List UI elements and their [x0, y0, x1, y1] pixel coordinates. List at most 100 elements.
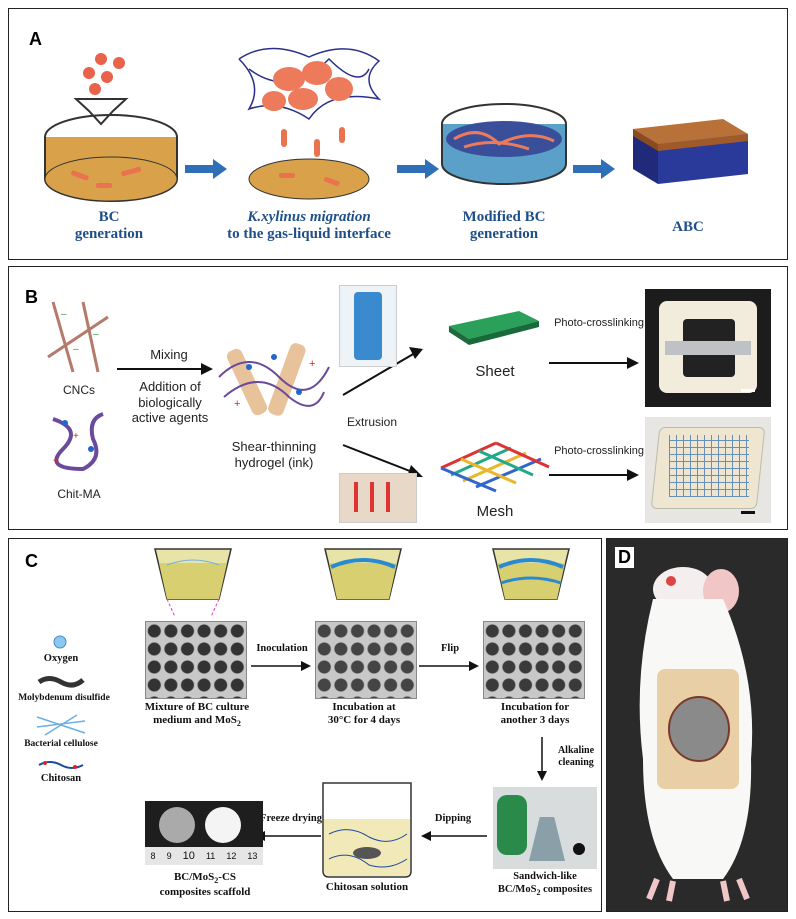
mesh-illustration [440, 441, 550, 493]
svg-text:–: – [93, 329, 99, 340]
panel-a-label: A [29, 29, 42, 49]
chitosan-icon [38, 761, 84, 769]
printer-nozzle-photo [339, 285, 397, 367]
bc-generation-dish [44, 53, 178, 202]
beaker-2 [324, 548, 402, 600]
ruler: 8 9 10 11 12 13 [145, 847, 263, 865]
mouse-photo [639, 567, 753, 902]
step-bc-line1: BC [98, 209, 120, 225]
panel-c: C Oxygen Molybdenum disulfide Bacterial … [8, 538, 602, 912]
scaffold-photo: 8 9 10 11 12 13 [145, 801, 263, 865]
svg-text:–: – [61, 309, 67, 320]
step-kx-line2: to the gas-liquid interface [227, 226, 391, 243]
sandwich-composite-photo [493, 787, 597, 869]
sandwich-line2b: composites [540, 883, 593, 895]
extrusion-label: Extrusion [346, 415, 398, 429]
hydrogel-illustration: ++ [218, 343, 330, 416]
arrow-right-icon [573, 159, 615, 179]
legend-mos2: Molybdenum disulfide [18, 693, 110, 703]
plate1-caption: Mixture of BC culture medium and MoS2 [127, 701, 267, 729]
plate2-caption: Incubation at 30°C for 4 days [309, 701, 419, 727]
printed-strands-photo [339, 473, 417, 523]
step-bc-generation: BC generation [29, 209, 189, 244]
legend-oxygen: Oxygen [43, 653, 79, 664]
arrow-right-icon [185, 159, 227, 179]
scaffold-line1b: -CS [218, 871, 237, 883]
mixing-label: Mixing [150, 347, 188, 362]
cncs-label: CNCs [63, 383, 95, 397]
step-mbc-line1: Modified BC [462, 209, 546, 225]
plate3-caption: Incubation for another 3 days [475, 701, 595, 727]
hydrogel-line2: hydrogel (ink) [234, 454, 314, 470]
panel-b: B –– – CNCs ++ Chit-MA Mixing Addition o… [8, 266, 788, 530]
sheet-label: Sheet [475, 363, 515, 380]
plate1-line2: medium and MoS [153, 714, 237, 727]
ruler-8: 8 [150, 851, 156, 861]
mos2-icon [37, 676, 85, 688]
legend-bc: Bacterial cellulose [24, 739, 98, 749]
plate3-line1: Incubation for [500, 701, 570, 713]
well-plate-1 [145, 621, 247, 699]
step-abc-label: ABC [672, 219, 704, 235]
chitma-illustration: ++ [52, 412, 104, 472]
panel-b-label: B [25, 287, 38, 307]
photo-crosslinking-1: Photo-crosslinking [554, 317, 644, 329]
sandwich-line2a: BC/MoS [497, 883, 537, 895]
plate1-line1: Mixture of BC culture [144, 701, 250, 713]
ruler-13: 13 [247, 851, 258, 861]
arrow-down-icon [537, 737, 547, 781]
panel-d: D [606, 538, 788, 912]
alkaline-label: Alkaline cleaning [549, 745, 603, 769]
arrow-left-icon [255, 831, 321, 841]
scaffold-line2: composites scaffold [159, 885, 251, 898]
plate2-line1: Incubation at [332, 701, 396, 713]
alkaline-line1: Alkaline [557, 745, 595, 756]
well-plate-3 [483, 621, 585, 699]
step-mbc-line2: generation [469, 226, 539, 243]
panel-c-label: C [25, 551, 38, 571]
step-kxylinus: K.xylinus migration to the gas-liquid in… [189, 209, 429, 244]
sandwich-line1: Sandwich-like [513, 871, 577, 882]
photo-crosslinking-2: Photo-crosslinking [554, 445, 644, 457]
scaffold-caption: BC/MoS2-CS composites scaffold [133, 871, 277, 899]
sandwich-caption: Sandwich-like BC/MoS2 composites [485, 871, 605, 897]
svg-text:+: + [53, 456, 59, 467]
arrow-right-icon [419, 661, 479, 671]
sheet-illustration [449, 311, 539, 345]
step-kx-line1: K.xylinus migration [247, 209, 371, 225]
chitma-label: Chit-MA [57, 487, 101, 501]
arrow-right-icon [549, 469, 639, 481]
flip-label: Flip [440, 643, 460, 654]
arrow-right-icon [251, 661, 311, 671]
alkaline-line2: cleaning [558, 757, 594, 768]
panel-d-label: D [615, 547, 634, 568]
arrow-right-icon [397, 159, 439, 179]
kxylinus-migration-dish [238, 47, 382, 200]
scaffold-line1a: BC/MoS [173, 871, 215, 883]
svg-text:+: + [309, 358, 315, 370]
hydrogel-label: Shear-thinning hydrogel (ink) [209, 439, 339, 470]
svg-text:+: + [234, 398, 240, 410]
mesh-label: Mesh [476, 503, 514, 520]
ruler-10: 10 [182, 850, 195, 862]
freeze-drying-label: Freeze drying [260, 813, 322, 824]
sandwich-sub: 2 [536, 887, 541, 897]
step-abc: ABC [623, 219, 753, 236]
arrow-left-icon [421, 831, 487, 841]
inoculation-label: Inoculation [256, 643, 308, 654]
modified-bc-dish [441, 103, 567, 185]
bacterial-cellulose-icon [36, 714, 86, 736]
scaffold-sub: 2 [214, 876, 219, 886]
svg-text:+: + [73, 431, 79, 442]
ruler-12: 12 [226, 851, 237, 861]
plate2-line2: 30°C for 4 days [327, 714, 401, 727]
step-bc-line2: generation [74, 226, 144, 243]
svg-text:–: – [73, 344, 79, 355]
addition-label: Addition of biologically active agents [131, 379, 209, 426]
well-plate-2 [315, 621, 417, 699]
legend-chitosan: Chitosan [40, 773, 82, 784]
cncs-illustration: – – – [47, 301, 109, 373]
arrow-up-right-icon [342, 347, 423, 396]
chitosan-beaker [322, 782, 412, 878]
ruler-9: 9 [166, 851, 172, 861]
